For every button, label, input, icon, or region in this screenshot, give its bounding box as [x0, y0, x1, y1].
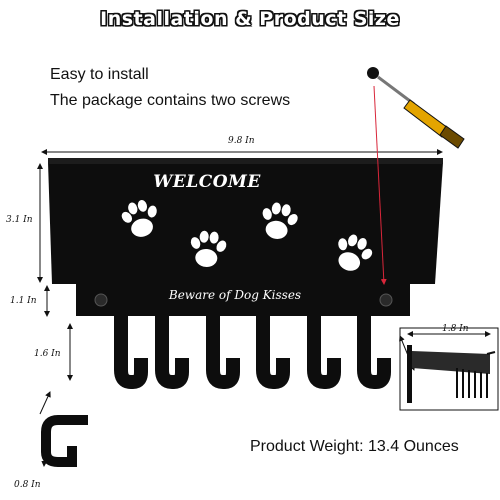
side-view-diagram	[399, 327, 499, 411]
product-weight-text: Product Weight: 13.4 Ounces	[250, 438, 459, 455]
screw-icon	[94, 293, 108, 307]
hook-profile-icon	[41, 415, 88, 467]
page-title: Installation & Product Size	[100, 8, 400, 30]
screwdriver-icon	[367, 67, 465, 149]
hook-rail	[76, 284, 410, 316]
hook-icon	[114, 316, 148, 389]
hook-depth-label: 0.8 In	[14, 480, 41, 490]
easy-install-text: Easy to install	[50, 66, 149, 83]
hook-icon	[155, 316, 189, 389]
welcome-text: WELCOME	[153, 172, 261, 192]
hook-icon	[256, 316, 290, 389]
width-label: 9.8 In	[228, 136, 255, 146]
rail-height-label: 1.1 In	[10, 296, 37, 306]
board-height-label: 3.1 In	[6, 215, 33, 225]
hook-length-label: 1.6 In	[34, 349, 61, 359]
hook-icon	[357, 316, 391, 389]
package-contents-text: The package contains two screws	[50, 92, 291, 109]
side-depth-label: 1.8 In	[442, 324, 469, 334]
install-guide-line	[373, 85, 387, 285]
hook-pointer-arrow-icon	[39, 391, 51, 415]
beware-text: Beware of Dog Kisses	[168, 288, 302, 302]
hooks	[114, 316, 391, 389]
hook-icon	[307, 316, 341, 389]
screw-icon	[379, 293, 393, 307]
hook-icon	[206, 316, 240, 389]
